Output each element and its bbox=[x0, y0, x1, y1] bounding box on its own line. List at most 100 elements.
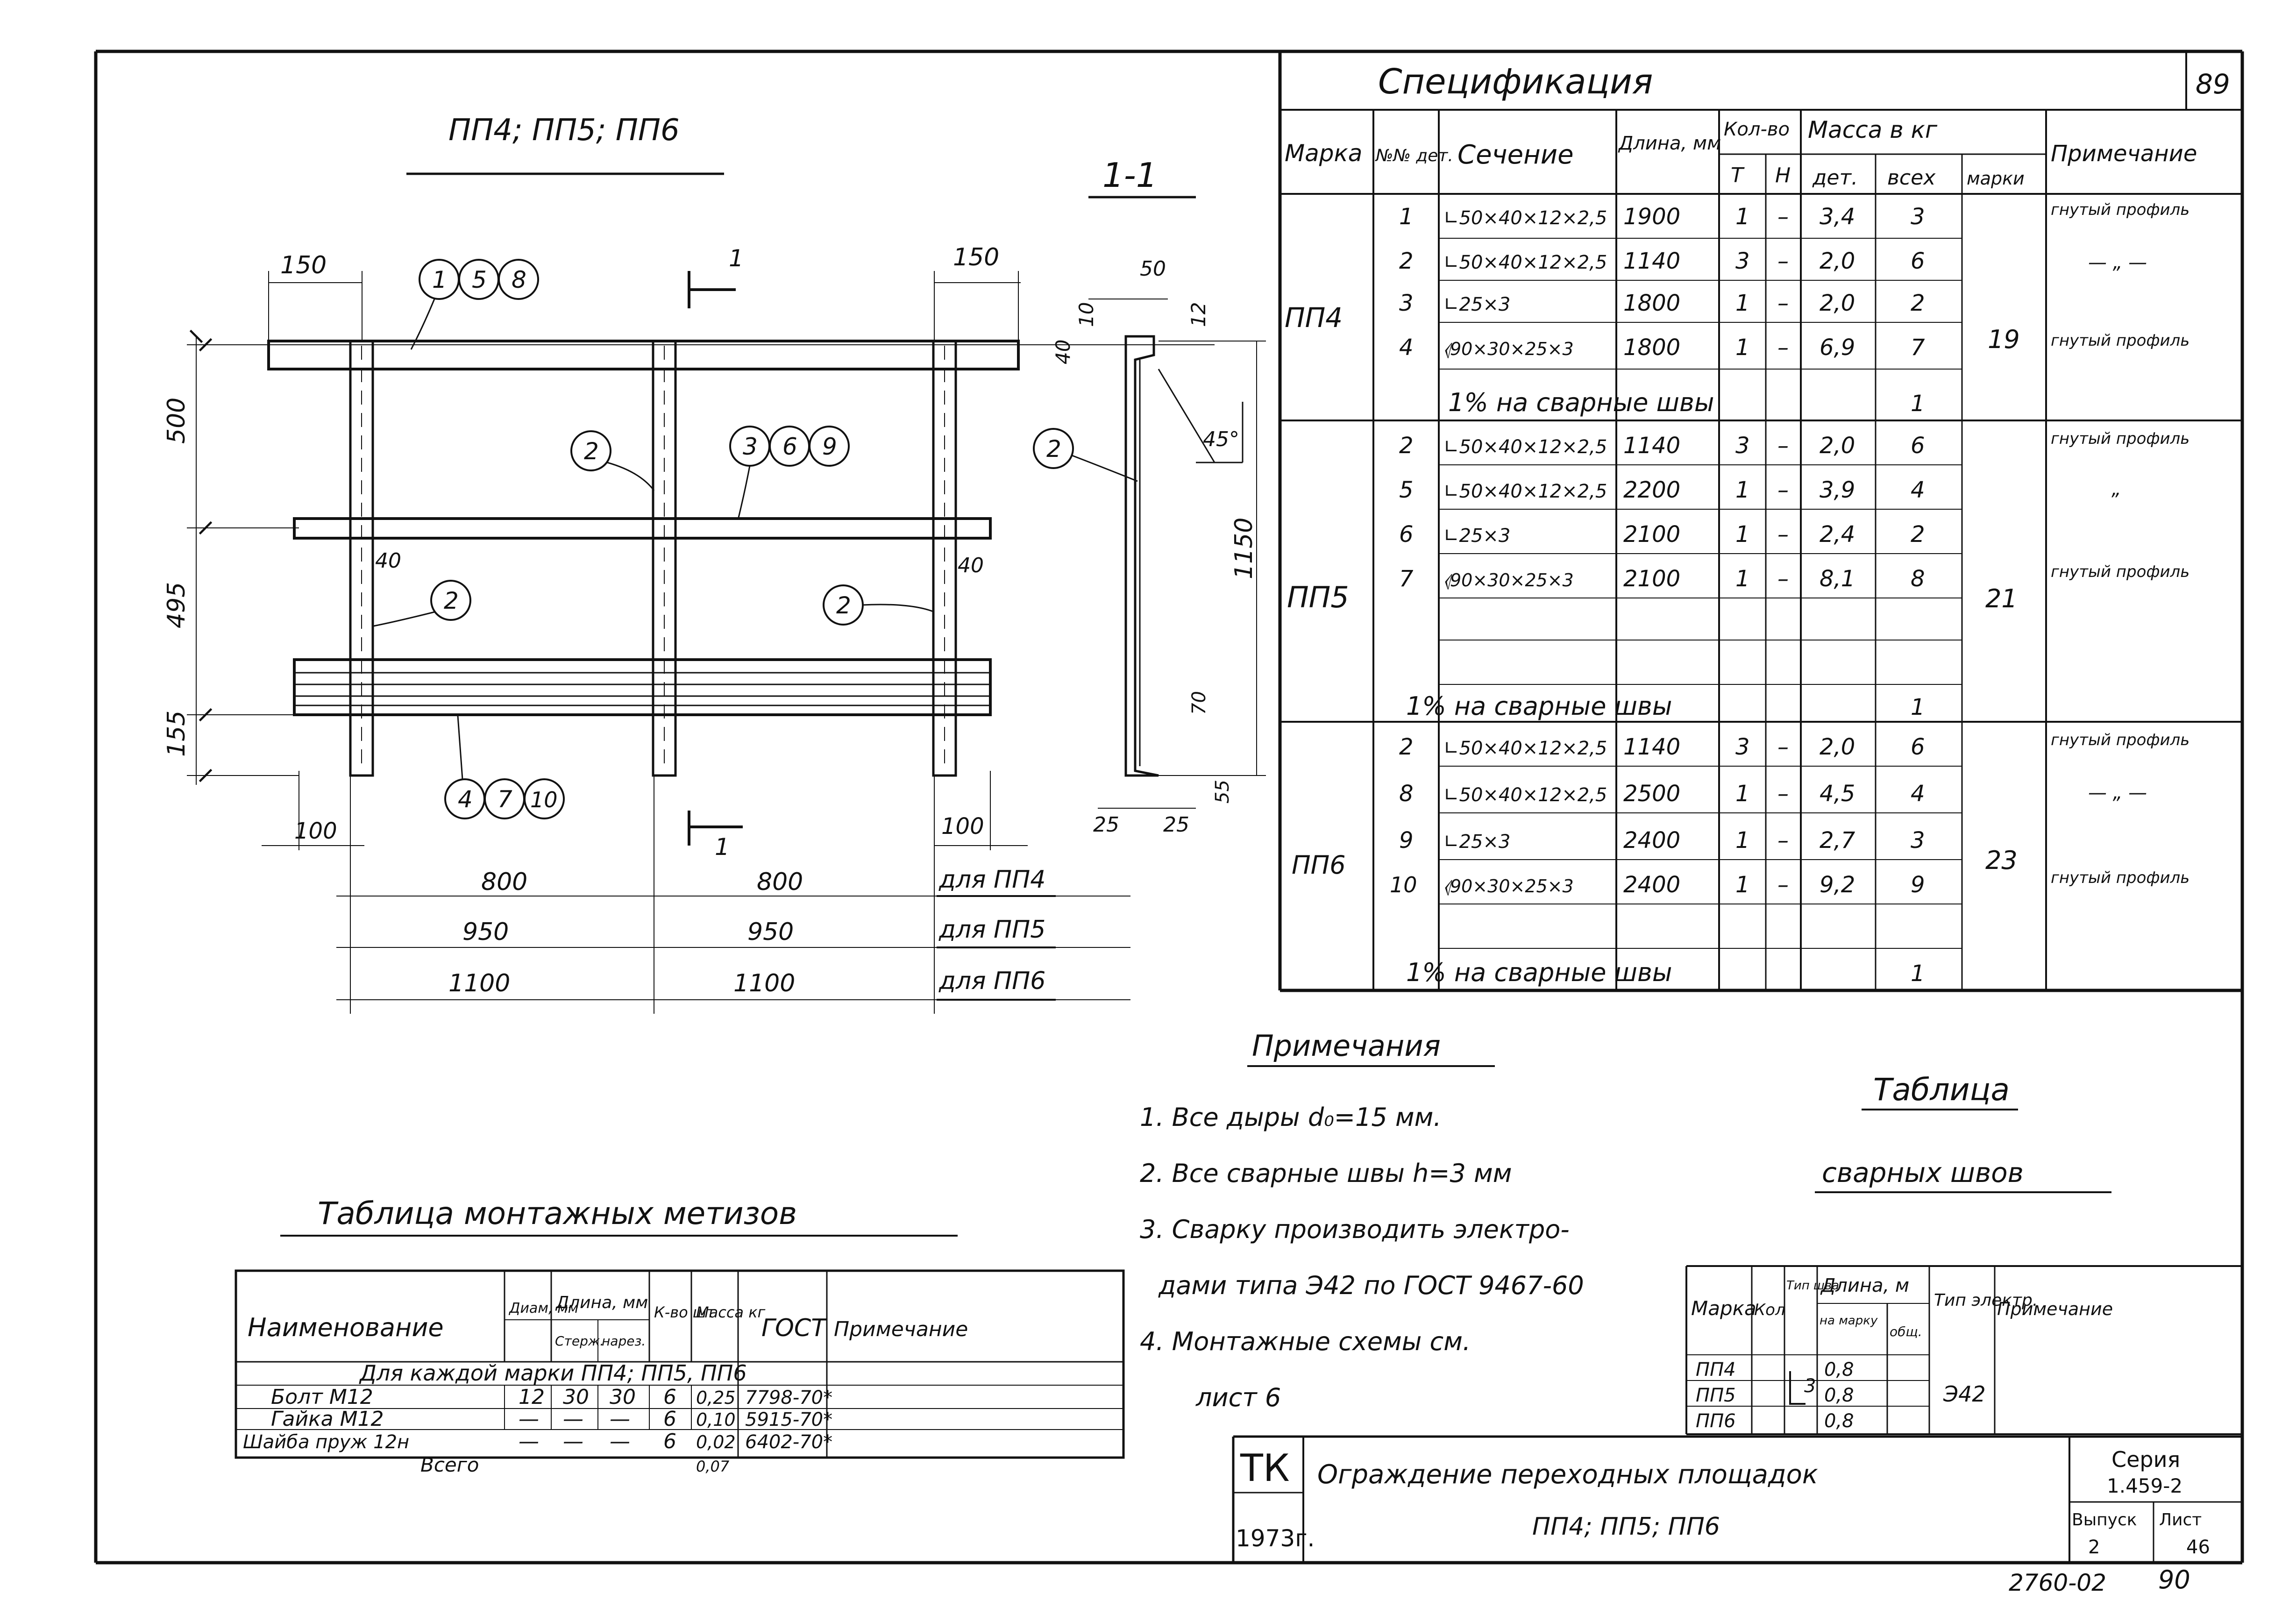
weld-type: 3 bbox=[1804, 1375, 1816, 1397]
cell-t: 1 bbox=[1735, 781, 1750, 807]
cell-all: 7 bbox=[1911, 334, 1925, 361]
note-1: 1. Все дыры d₀=15 мм. bbox=[1140, 1103, 1442, 1132]
cell-gost: 7798-70* bbox=[745, 1387, 832, 1409]
cell-qty: 6 bbox=[663, 1430, 676, 1453]
hardware-header-thread: нарез. bbox=[602, 1333, 646, 1349]
callout-mid-1: 3 bbox=[743, 433, 758, 460]
cell-det: 2 bbox=[1399, 734, 1414, 760]
dim-height-mid: 495 bbox=[163, 582, 191, 628]
weld-header-len-total: общ. bbox=[1890, 1324, 1922, 1339]
cell-t: 3 bbox=[1735, 734, 1750, 760]
note-3-cont: дами типа Э42 по ГОСТ 9467-60 bbox=[1158, 1271, 1584, 1300]
span-label-2: для ПП5 bbox=[938, 916, 1045, 944]
cell-det-mass: 2,0 bbox=[1820, 290, 1855, 316]
section-dim-55: 55 bbox=[1212, 780, 1233, 804]
cell-det: 2 bbox=[1399, 248, 1414, 274]
spec-weld-pp5: 1% на сварные швы bbox=[1406, 691, 1672, 721]
hardware-header-qty: К-во шт bbox=[654, 1303, 716, 1321]
cell-mark: ПП6 bbox=[1696, 1410, 1736, 1432]
section-angle: 45° bbox=[1203, 427, 1239, 451]
cell-all: 2 bbox=[1911, 290, 1925, 316]
stamp-title-line1: Ограждение переходных площадок bbox=[1317, 1459, 1818, 1490]
cell-section: ∟50×40×12×2,5 bbox=[1443, 784, 1607, 806]
cell-det-mass: 3,9 bbox=[1820, 477, 1855, 503]
cell-section: ⦉90×30×25×3 bbox=[1443, 570, 1574, 591]
hardware-header-rod: Стерж. bbox=[555, 1333, 604, 1349]
section-mark-top: 1 bbox=[729, 245, 744, 272]
stamp-series-label: Серия bbox=[2111, 1447, 2180, 1472]
cell-n: – bbox=[1777, 734, 1789, 760]
dim-bottom-left: 100 bbox=[294, 818, 337, 844]
weld-electrode: Э42 bbox=[1943, 1381, 1986, 1407]
cell-length: 1900 bbox=[1623, 204, 1680, 230]
weld-header-qty: Кол bbox=[1754, 1301, 1785, 1319]
cell-n: – bbox=[1777, 248, 1789, 274]
cell-section: ∟50×40×12×2,5 bbox=[1443, 252, 1607, 273]
cell-note: гнутый профиль bbox=[2051, 562, 2189, 581]
cell-det: 8 bbox=[1399, 781, 1414, 807]
spec-header-note: Примечание bbox=[2051, 141, 2197, 167]
hardware-header-name: Наименование bbox=[248, 1313, 444, 1342]
stamp-sheet-label: Лист bbox=[2159, 1510, 2202, 1530]
cell-mass: 0,02 bbox=[696, 1432, 736, 1452]
spec-row: 2 ∟50×40×12×2,5 1140 3 – 2,0 6 гнутый пр… bbox=[1399, 429, 2189, 459]
cell-t: 1 bbox=[1735, 566, 1750, 592]
cell-section: ∟50×40×12×2,5 bbox=[1443, 738, 1607, 759]
weld-header-note: Примечание bbox=[1997, 1299, 2113, 1319]
cell-mark: ПП5 bbox=[1696, 1385, 1736, 1406]
cell-t: 1 bbox=[1735, 290, 1750, 316]
callout-bottom-1: 4 bbox=[458, 786, 473, 813]
notes-title: Примечания bbox=[1252, 1029, 1441, 1063]
cell-length: 2400 bbox=[1623, 827, 1680, 854]
cell-note: — „ — bbox=[2088, 782, 2147, 804]
spec-header-qty: Кол-во bbox=[1724, 119, 1790, 140]
toe-board bbox=[293, 658, 992, 716]
cell-det-mass: 2,7 bbox=[1820, 827, 1855, 854]
section-dim-25a: 25 bbox=[1093, 813, 1119, 837]
cell-det: 6 bbox=[1399, 521, 1414, 548]
section-cut-mark-top bbox=[688, 271, 736, 308]
spec-row: 7 ⦉90×30×25×3 2100 1 – 8,1 8 гнутый проф… bbox=[1399, 562, 2189, 592]
cell-det-mass: 9,2 bbox=[1820, 872, 1855, 898]
cell-det: 7 bbox=[1399, 566, 1414, 592]
stamp-year: 1973г. bbox=[1236, 1525, 1315, 1552]
cell-n: – bbox=[1777, 204, 1789, 230]
note-2: 2. Все сварные швы h=3 мм bbox=[1140, 1159, 1512, 1188]
cell-n: – bbox=[1777, 781, 1789, 807]
cell-section: ∟25×3 bbox=[1443, 294, 1510, 315]
callout-section-post-label: 2 bbox=[1046, 435, 1061, 463]
cell-det-mass: 2,0 bbox=[1820, 248, 1855, 274]
weld-header-len-mark: на марку bbox=[1820, 1314, 1878, 1328]
title-block: ТК 1973г. Ограждение переходных площадок… bbox=[1232, 1435, 2242, 1563]
callout-post-a bbox=[570, 430, 611, 471]
dim-top-left: 150 bbox=[280, 251, 327, 279]
drawing-title: ПП4; ПП5; ПП6 bbox=[448, 113, 680, 148]
cell-n: – bbox=[1777, 872, 1789, 898]
cell-length: 2200 bbox=[1623, 477, 1680, 503]
cell-length: 1800 bbox=[1623, 290, 1680, 316]
cell-mass: 0,10 bbox=[696, 1409, 736, 1430]
cell-n: – bbox=[1777, 566, 1789, 592]
weld-table: Таблица сварных швов Марка Кол Тип шва Д… bbox=[1685, 1072, 2242, 1435]
cell-thread: — bbox=[610, 1430, 630, 1453]
cell-det: 4 bbox=[1399, 334, 1414, 361]
cell-t: 1 bbox=[1735, 872, 1750, 898]
cell-length: 2500 bbox=[1623, 781, 1680, 807]
cell-note: гнутый профиль bbox=[2051, 200, 2189, 219]
cell-diam: — bbox=[519, 1430, 539, 1453]
spec-weld-pp6: 1% на сварные швы bbox=[1406, 958, 1672, 987]
weld-title-1: Таблица bbox=[1873, 1072, 2010, 1108]
cell-det-mass: 2,0 bbox=[1820, 734, 1855, 760]
cell-len: 0,8 bbox=[1824, 1359, 1854, 1380]
weld-title-2: сварных швов bbox=[1822, 1157, 2024, 1188]
spec-row: 6 ∟25×3 2100 1 – 2,4 2 bbox=[1399, 521, 1925, 548]
cell-det: 5 bbox=[1399, 477, 1414, 503]
spec-header-mass: Масса в кг bbox=[1808, 116, 1938, 143]
sheet-frame bbox=[94, 50, 2244, 1565]
spec-row: 5 ∟50×40×12×2,5 2200 1 – 3,9 4 „ bbox=[1399, 477, 2121, 503]
cell-diam: — bbox=[519, 1407, 539, 1431]
section-dim-10: 10 bbox=[1075, 302, 1098, 327]
spec-row: 4 ⦉90×30×25×3 1800 1 – 6,9 7 гнутый проф… bbox=[1399, 331, 2189, 361]
stamp-issue-label: Выпуск bbox=[2072, 1510, 2137, 1530]
cell-det-mass: 8,1 bbox=[1820, 566, 1855, 592]
